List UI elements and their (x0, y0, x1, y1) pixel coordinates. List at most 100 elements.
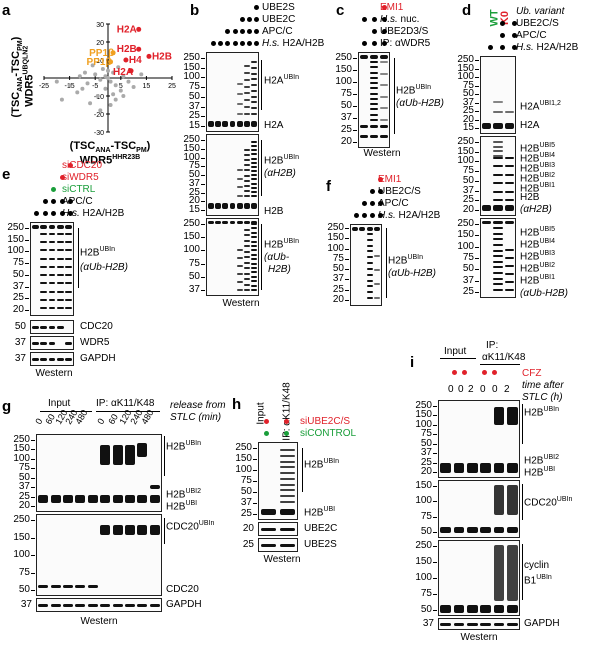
panel-e-band (48, 290, 56, 293)
panel-f-band (366, 262, 373, 265)
panel-c-dot (382, 5, 387, 10)
panel-b3-mw-label: 37 (188, 284, 200, 295)
panel-e-band (57, 298, 64, 301)
panel-b2-band (251, 182, 258, 185)
panel-f-mw-tick (345, 289, 349, 291)
panel-e-mw-label: 100 (7, 245, 24, 257)
panel-d2-mw-label: 50 (462, 174, 474, 186)
panel-b2-band (236, 177, 243, 180)
panel-e-band (40, 257, 47, 260)
panel-b-blot-h2a (206, 52, 259, 132)
panel-a-label: a (2, 2, 11, 19)
panel-g1-mw-tick (31, 477, 35, 479)
panel-e-label-wdr5: WDR5 (80, 337, 110, 348)
panel-i2-mw-label: 50 (420, 526, 432, 537)
panel-e-mw-tick (25, 298, 29, 300)
panel-b3-band (236, 221, 243, 224)
panel-b1-mw-label: 50 (188, 90, 200, 102)
panel-b2-band (236, 186, 243, 189)
panel-f-bracket (382, 228, 387, 298)
panel-g-gapdh-band (100, 604, 111, 607)
panel-e-mw-label: 75 (12, 257, 24, 269)
panel-d2-band (493, 155, 503, 157)
panel-b2-band (236, 169, 243, 171)
panel-d-blot2-label: H2B (520, 192, 540, 203)
panel-a-highlight-label: H4 (129, 55, 142, 66)
panel-b3-band (244, 245, 250, 248)
panel-c-band (380, 135, 388, 138)
panel-i-input: Input (444, 346, 467, 357)
panel-e-western: Western (35, 368, 73, 379)
panel-e-band (65, 265, 73, 268)
panel-f-band (366, 250, 373, 253)
panel-d-blot2-label: H2BUBI1 (520, 182, 556, 195)
panel-e-label-cdc20: CDC20 (80, 321, 113, 332)
panel-g-blot1-label3: H2BUBI (166, 500, 198, 513)
panel-g2-mw-label: 250 (13, 514, 30, 525)
panel-h1-band (260, 509, 277, 515)
panel-e-band (48, 307, 56, 309)
panel-d2-band (493, 182, 503, 185)
panel-b3-band (251, 284, 258, 287)
panel-b2-mw-label: 15 (188, 204, 200, 215)
panel-d3-band (493, 243, 503, 246)
panel-a-highlight-label: H2A (117, 24, 137, 35)
panel-i1-mw-label: 75 (420, 428, 432, 440)
panel-h-cond-sicontrol: siCONTROL (300, 428, 357, 439)
panel-a-highlight-point (108, 59, 114, 65)
panel-b-dot (239, 29, 245, 34)
panel-a-point (98, 108, 103, 113)
panel-g2-mw-tick (31, 572, 35, 574)
panel-g-time-ip: 0 (95, 416, 107, 426)
panel-b-blot2-base: H2B (264, 206, 284, 217)
panel-b2-band (222, 203, 229, 209)
panel-a-point (75, 90, 80, 95)
panel-c-band (370, 61, 378, 63)
panel-b3-mw-tick (201, 237, 205, 239)
panel-i-dot (462, 370, 467, 375)
panel-a-point (108, 103, 113, 107)
panel-d3-band (504, 249, 514, 251)
panel-h-blot-h2b (258, 442, 298, 520)
panel-d1-mw-label: 20 (462, 113, 474, 125)
panel-b2-band (251, 174, 258, 177)
panel-d-blot2-label: H2BUBI3 (520, 162, 556, 175)
panel-f-dot (362, 201, 367, 206)
panel-e-band (48, 298, 56, 301)
panel-g2-mw-label: 50 (18, 584, 30, 595)
panel-d3-band (504, 221, 514, 224)
panel-i3-mw-tick (433, 546, 437, 547)
panel-a-point (67, 83, 72, 88)
panel-f-mw-tick (345, 248, 349, 250)
panel-d-blot2-sup: UBI4 (539, 152, 556, 159)
panel-b1-band (244, 99, 250, 102)
panel-d-blot2-label: H2BUBI4 (520, 152, 556, 165)
panel-b2-mw-tick (201, 166, 205, 168)
panel-a-highlight-label: H2A (113, 67, 133, 78)
panel-a-highlight-point (123, 57, 129, 63)
panel-d-blot2-sup: UBI2 (539, 172, 556, 179)
panel-b-dot (247, 41, 252, 46)
panel-f-mw-label: 100 (327, 242, 344, 254)
panel-c-band (370, 87, 378, 90)
panel-i-time1: time after (522, 380, 564, 391)
panel-b1-band (244, 113, 250, 115)
panel-g-blot2-label1: CDC20UBIn (166, 520, 215, 533)
panel-b1-band (236, 93, 243, 95)
panel-b1-mw-tick (201, 58, 205, 59)
panel-f-label: f (326, 178, 331, 195)
panel-d2-band (493, 173, 503, 176)
panel-h-mw-ube2c: 20 (242, 523, 254, 534)
panel-e-band (48, 257, 56, 260)
panel-d3-mw-tick (475, 280, 479, 282)
panel-d3-mw-tick (475, 258, 479, 259)
panel-g1-band (87, 495, 98, 503)
panel-e-mw-tick (25, 310, 29, 311)
panel-c-mw-label: 250 (335, 52, 352, 63)
panel-d-label: d (462, 2, 472, 19)
panel-d3-mw-tick (475, 269, 479, 271)
panel-d2-band (482, 205, 492, 211)
panel-g-gapdh-band (137, 604, 148, 607)
panel-e-mw-tick (25, 286, 29, 288)
panel-e-dot (68, 211, 73, 216)
